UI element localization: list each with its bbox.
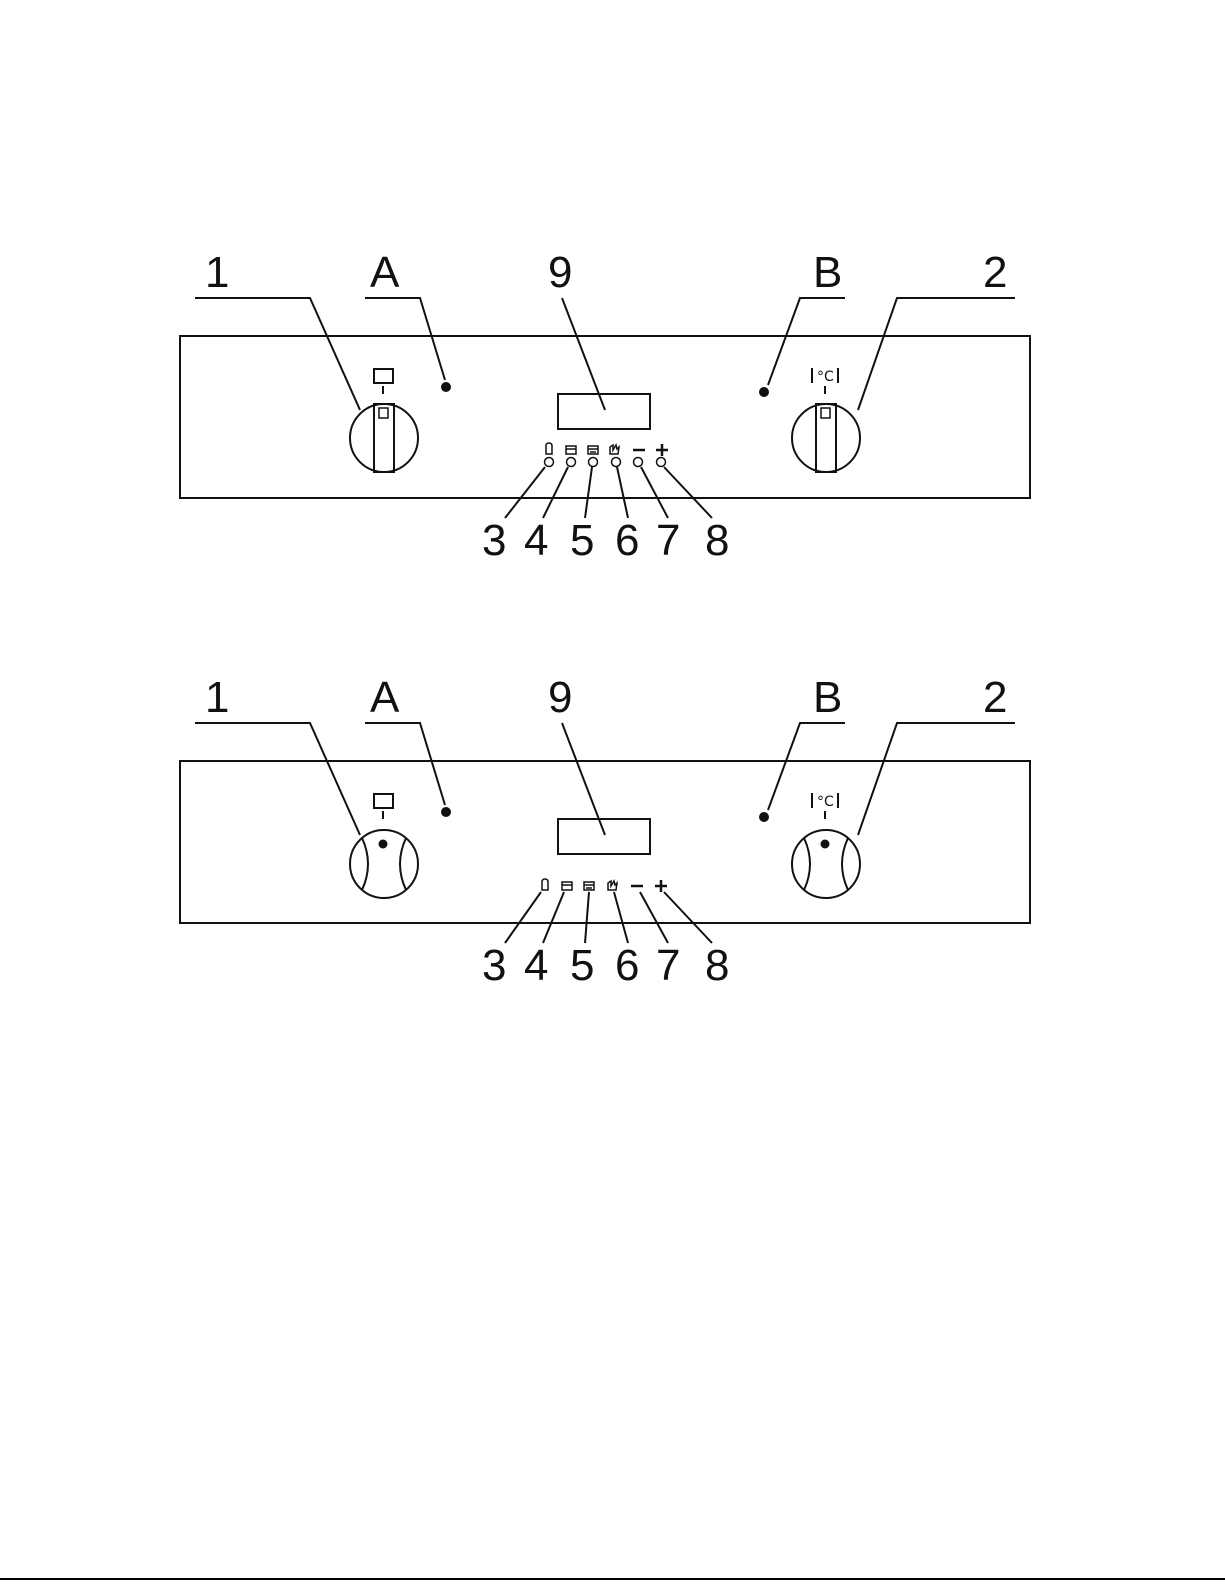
pan-icon[interactable]: [562, 882, 572, 890]
callout-6: 6: [615, 941, 639, 990]
oven-cook-icon: [588, 446, 598, 454]
button-7[interactable]: [634, 458, 643, 467]
function-knob[interactable]: [350, 404, 418, 472]
callout-b: B: [813, 673, 842, 722]
control-panel: [180, 761, 1030, 923]
callout-8: 8: [705, 941, 729, 990]
temperature-knob[interactable]: [792, 830, 860, 898]
leader-1: [195, 298, 360, 410]
button-6[interactable]: [612, 458, 621, 467]
callout-5: 5: [570, 941, 594, 990]
temperature-symbol-icon: °C: [812, 793, 838, 810]
bell-icon: [546, 443, 552, 454]
button-3[interactable]: [545, 458, 554, 467]
callout-b: B: [813, 248, 842, 297]
function-knob[interactable]: [350, 830, 418, 898]
panel-variant-1: 1 A 9 B 2 °C: [180, 248, 1030, 565]
timer-display: [558, 394, 650, 429]
leader-2: [858, 723, 1015, 835]
callout-7: 7: [656, 941, 680, 990]
indicator-light-a: [442, 808, 450, 816]
temperature-symbol-icon: °C: [812, 368, 838, 385]
plus-icon[interactable]: [655, 880, 667, 892]
panel-variant-2: 1 A 9 B 2 °C: [180, 673, 1030, 990]
svg-text:°C: °C: [817, 369, 834, 385]
leader-2: [858, 298, 1015, 410]
callout-3: 3: [482, 516, 506, 565]
function-symbol-icon: [374, 794, 393, 808]
callout-1: 1: [205, 673, 229, 722]
page-bottom-rule: [0, 1578, 1225, 1580]
button-5[interactable]: [589, 458, 598, 467]
callout-9: 9: [548, 248, 572, 297]
callout-8: 8: [705, 516, 729, 565]
timer-display: [558, 819, 650, 854]
indicator-light-b: [760, 388, 768, 396]
temperature-knob[interactable]: [792, 404, 860, 472]
plus-icon: [656, 444, 668, 456]
callout-7: 7: [656, 516, 680, 565]
leader-a: [365, 723, 445, 805]
function-symbol-icon: [374, 369, 393, 383]
svg-text:°C: °C: [817, 794, 834, 810]
callout-2: 2: [983, 673, 1007, 722]
control-panel: [180, 336, 1030, 498]
hand-clock-icon: [610, 445, 619, 454]
callout-4: 4: [524, 516, 548, 565]
callout-4: 4: [524, 941, 548, 990]
indicator-light-a: [442, 383, 450, 391]
callout-9: 9: [548, 673, 572, 722]
callout-3: 3: [482, 941, 506, 990]
oven-cook-icon[interactable]: [584, 882, 594, 890]
pan-icon: [566, 446, 576, 454]
callout-a: A: [370, 673, 400, 722]
hand-clock-icon[interactable]: [608, 881, 617, 890]
leader-a: [365, 298, 445, 380]
leader-1: [195, 723, 360, 835]
callout-2: 2: [983, 248, 1007, 297]
callout-5: 5: [570, 516, 594, 565]
callout-a: A: [370, 248, 400, 297]
button-8[interactable]: [657, 458, 666, 467]
callout-6: 6: [615, 516, 639, 565]
bell-icon[interactable]: [542, 879, 548, 890]
indicator-light-b: [760, 813, 768, 821]
callout-1: 1: [205, 248, 229, 297]
button-4[interactable]: [567, 458, 576, 467]
